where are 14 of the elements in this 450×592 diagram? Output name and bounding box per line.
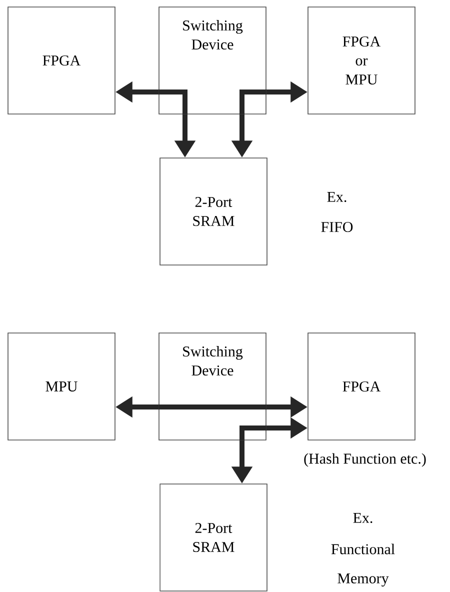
note-text: Ex. <box>353 512 372 524</box>
device-box: Switching Device <box>158 332 266 440</box>
device-box: MPU <box>8 332 116 440</box>
device-box: 2-Port SRAM <box>160 158 268 266</box>
note-text: Ex. <box>327 192 346 202</box>
note-text: FIFO <box>321 222 353 232</box>
device-box: FPGA or MPU <box>308 6 416 114</box>
note-text: Memory <box>338 573 389 587</box>
device-box: Switching Device <box>158 6 266 114</box>
note-text: Functional <box>331 544 395 554</box>
device-box: FPGA <box>8 6 116 114</box>
device-box: FPGA <box>308 332 416 440</box>
device-box: 2-Port SRAM <box>160 484 268 592</box>
annotation-text: (Hash Function etc.) <box>304 453 426 467</box>
